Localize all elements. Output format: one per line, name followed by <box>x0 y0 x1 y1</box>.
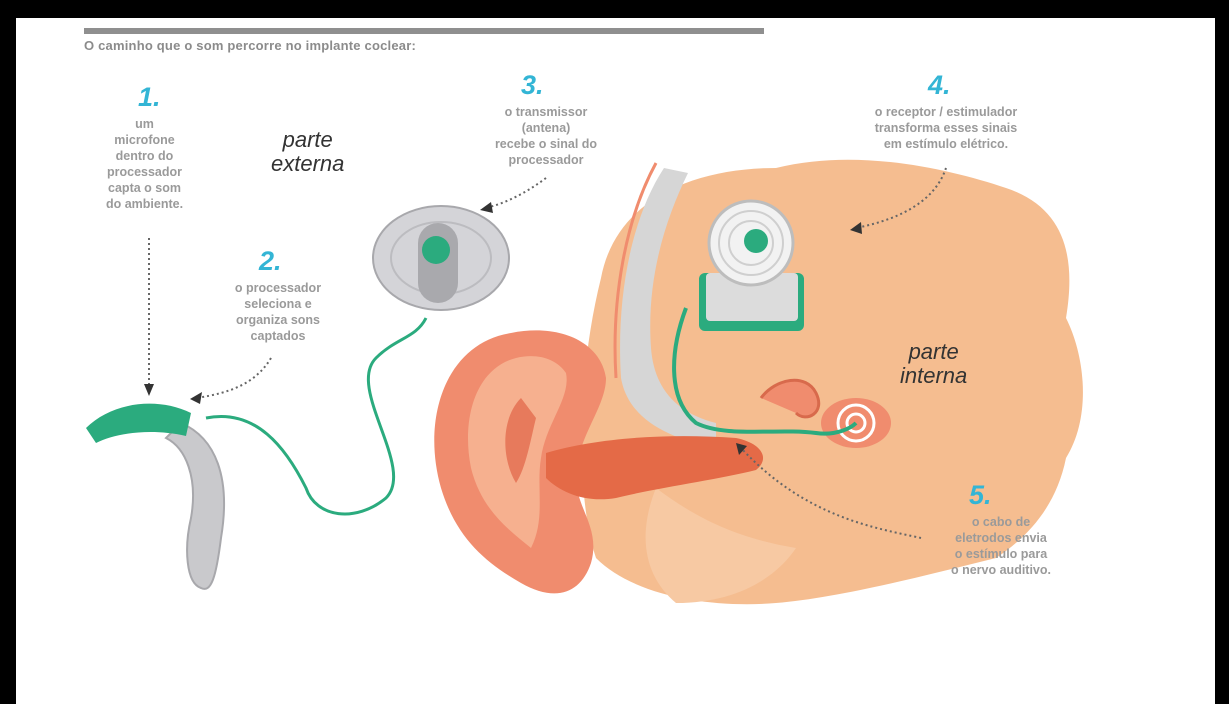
step-4-text: o receptor / estimulador transforma esse… <box>786 104 1106 152</box>
title-rule <box>84 28 764 34</box>
arrow-step-2 <box>196 358 271 398</box>
sound-processor <box>86 404 224 589</box>
step-2-text: o processador seleciona e organiza sons … <box>188 280 368 344</box>
step-5-text: o cabo de eletrodos envia o estímulo par… <box>921 514 1081 578</box>
step-3-text: o transmissor (antena) recebe o sinal do… <box>441 104 651 168</box>
step-3-number: 3. <box>521 72 544 99</box>
label-parte-externa: parte externa <box>271 128 344 176</box>
infographic-frame: O caminho que o som percorre no implante… <box>16 18 1215 704</box>
arrow-step-3 <box>486 178 546 208</box>
step-1-text: um microfone dentro do processador capta… <box>72 116 217 212</box>
step-5-number: 5. <box>969 482 992 509</box>
step-4-number: 4. <box>928 72 951 99</box>
step-1-number: 1. <box>138 84 161 111</box>
label-parte-interna: parte interna <box>900 340 967 388</box>
processor-cable <box>206 318 426 514</box>
page-title: O caminho que o som percorre no implante… <box>84 38 416 53</box>
step-2-number: 2. <box>259 248 282 275</box>
transmitter-antenna <box>373 206 509 310</box>
